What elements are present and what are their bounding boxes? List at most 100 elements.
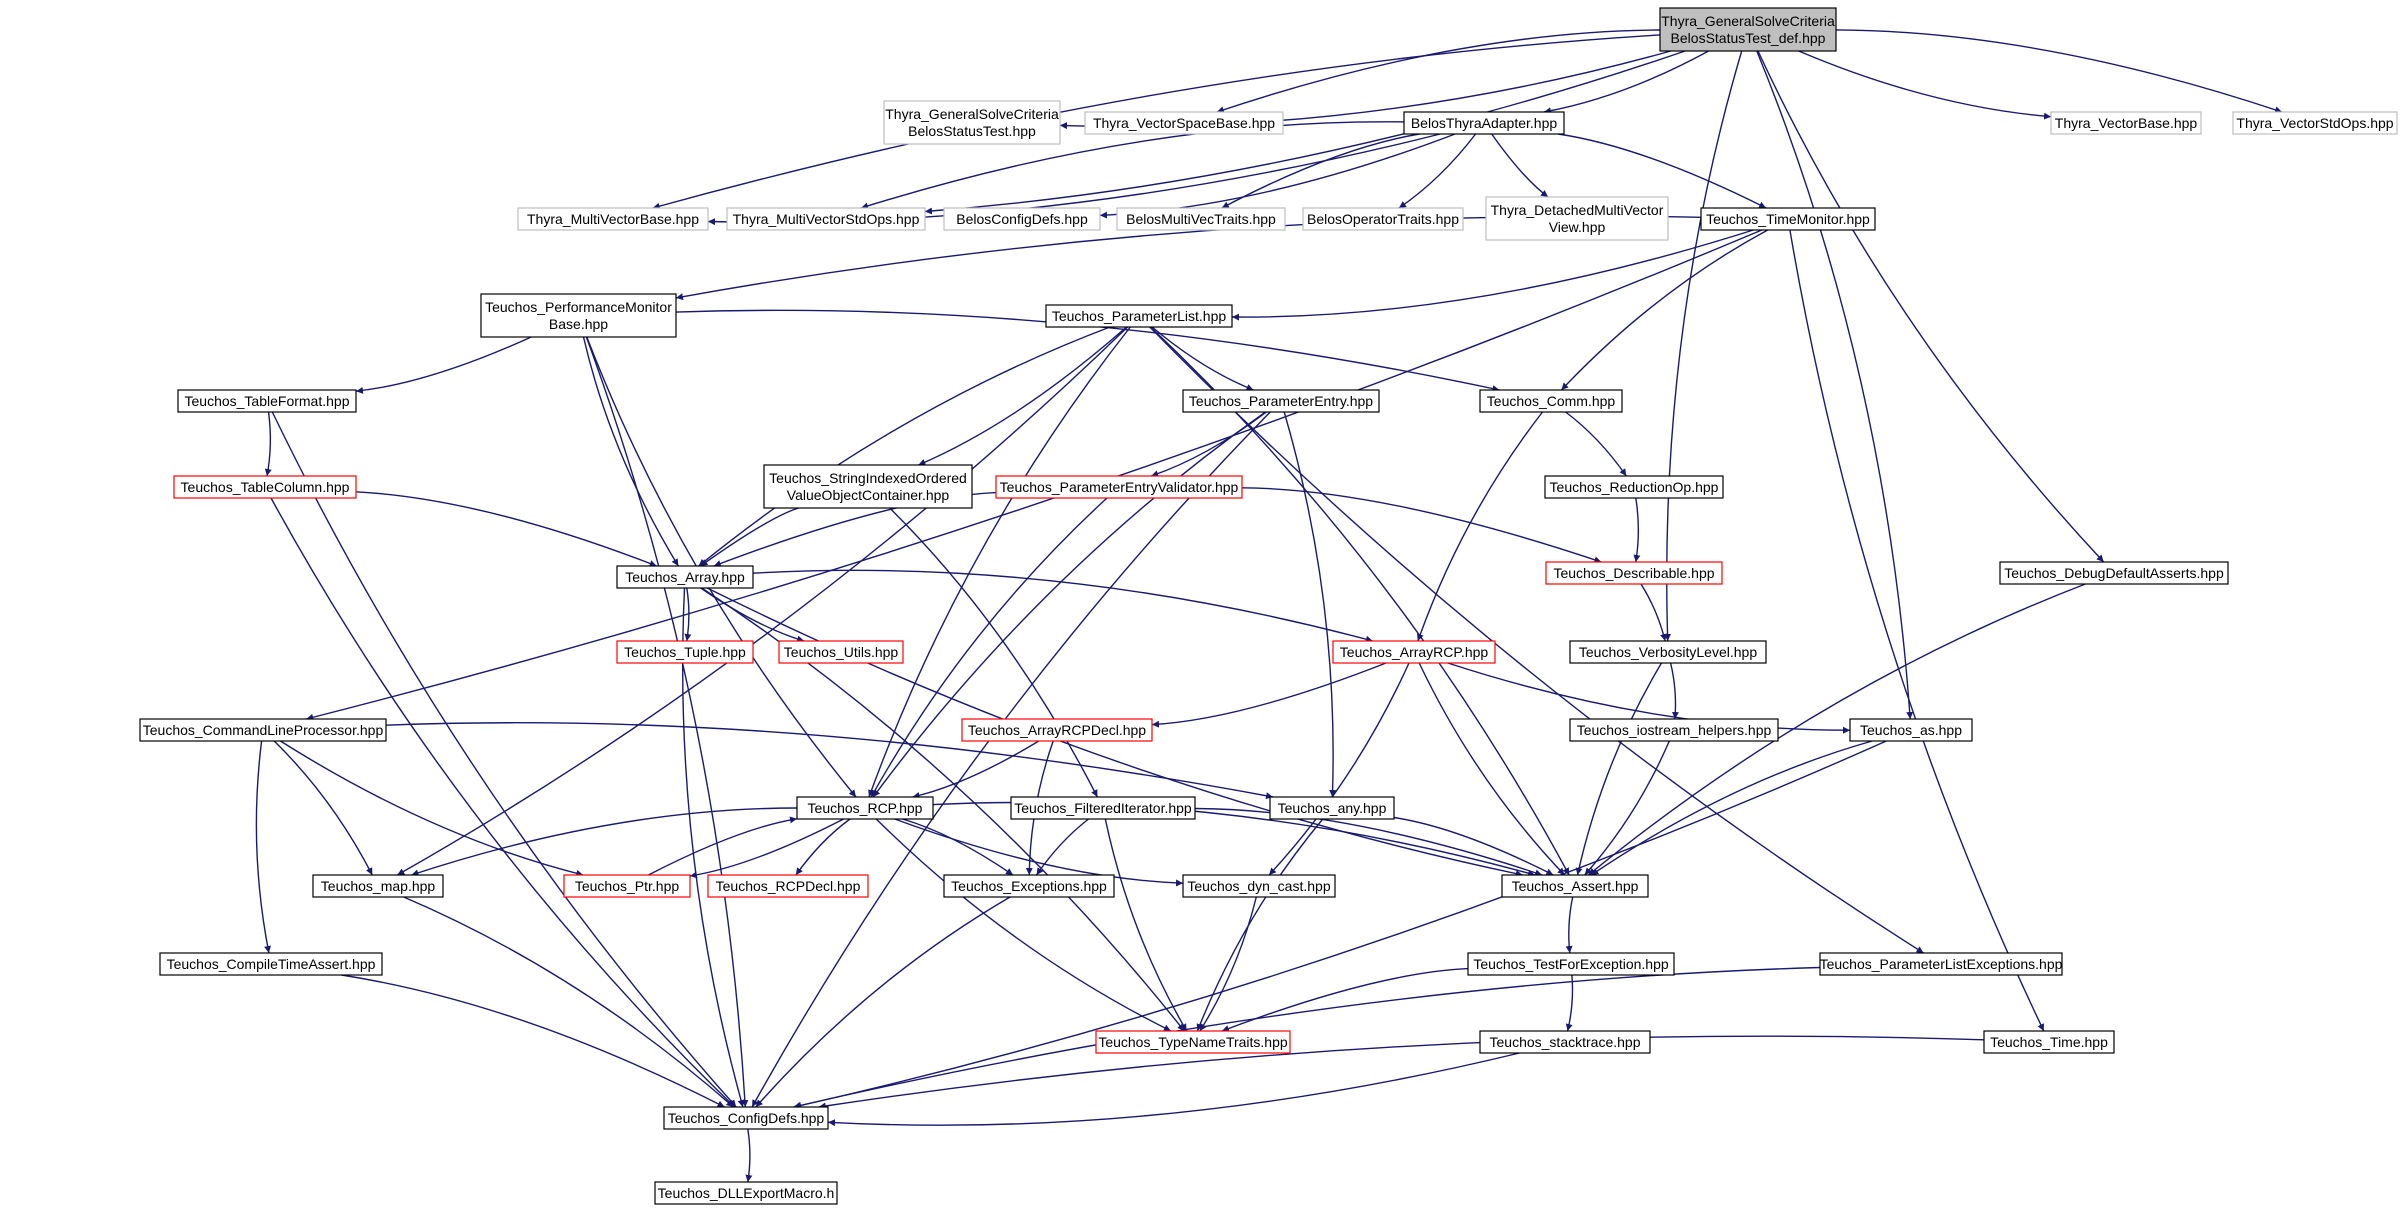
node-teuchos-siovoc[interactable]: Teuchos_StringIndexedOrderedValueObjectC… [763,464,973,509]
edge-teuchos_dyn_cast-to-teuchos_typenametraits [1199,896,1257,1032]
nodes-layer: Thyra_GeneralSolveCriteriaBelosStatusTes… [139,7,2398,1205]
node-thyra-mvb[interactable]: Thyra_MultiVectorBase.hpp [517,207,709,231]
node-teuchos-as[interactable]: Teuchos_as.hpp [1849,718,1973,742]
node-belos-ot[interactable]: BelosOperatorTraits.hpp [1302,207,1464,231]
node-box [1659,7,1837,52]
node-teuchos-describable[interactable]: Teuchos_Describable.hpp [1545,561,1723,585]
node-label: Teuchos_CompileTimeAssert.hpp [167,956,376,972]
edge-teuchos_parameterentry-to-teuchos_pev [1150,411,1267,478]
edge-teuchos_parameterlist-to-teuchos_siovoc [918,326,1127,466]
node-label: Teuchos_Comm.hpp [1487,393,1616,409]
edge-teuchos_parameterlist-to-teuchos_rcp [868,326,1131,798]
edge-teuchos_tableformat-to-teuchos_configdefs [271,411,737,1108]
node-teuchos-stacktrace[interactable]: Teuchos_stacktrace.hpp [1479,1030,1651,1054]
node-teuchos-rcpdecl[interactable]: Teuchos_RCPDecl.hpp [707,874,869,898]
node-thyra-vb[interactable]: Thyra_VectorBase.hpp [2050,111,2202,135]
node-teuchos-array[interactable]: Teuchos_Array.hpp [616,565,754,589]
node-belos-thyra-adapter[interactable]: BelosThyraAdapter.hpp [1403,111,1565,135]
node-teuchos-timemonitor[interactable]: Teuchos_TimeMonitor.hpp [1700,207,1876,231]
node-label: Teuchos_Utils.hpp [784,644,899,660]
node-box [1485,196,1669,241]
node-box [654,1181,838,1205]
edge-root-to-thyra_mvso [924,50,1686,215]
node-teuchos-assert[interactable]: Teuchos_Assert.hpp [1501,874,1649,898]
node-teuchos-rcp[interactable]: Teuchos_RCP.hpp [796,796,934,820]
node-thyra-vsb[interactable]: Thyra_VectorSpaceBase.hpp [1084,111,1284,135]
node-teuchos-ple[interactable]: Teuchos_ParameterListExceptions.hpp [1819,952,2063,976]
node-teuchos-utils[interactable]: Teuchos_Utils.hpp [778,640,904,664]
node-teuchos-map[interactable]: Teuchos_map.hpp [312,874,444,898]
edge-teuchos_stacktrace-to-teuchos_configdefs [827,1052,1520,1127]
node-teuchos-reductionop[interactable]: Teuchos_ReductionOp.hpp [1544,475,1724,499]
node-teuchos-tfe[interactable]: Teuchos_TestForException.hpp [1467,952,1675,976]
node-teuchos-ptr[interactable]: Teuchos_Ptr.hpp [563,874,691,898]
node-teuchos-tableformat[interactable]: Teuchos_TableFormat.hpp [177,389,357,413]
node-label: Teuchos_Array.hpp [625,569,745,585]
node-teuchos-dda[interactable]: Teuchos_DebugDefaultAsserts.hpp [1999,561,2229,585]
node-label: BelosOperatorTraits.hpp [1307,211,1459,227]
edge-teuchos_rcp-to-teuchos_map [411,807,798,877]
node-teuchos-clp[interactable]: Teuchos_CommandLineProcessor.hpp [139,718,387,742]
node-teuchos-arrayrcpdecl[interactable]: Teuchos_ArrayRCPDecl.hpp [961,718,1153,742]
edge-teuchos_rcp-to-teuchos_dyn_cast [894,818,1184,887]
node-teuchos-comm[interactable]: Teuchos_Comm.hpp [1479,389,1623,413]
node-label: Thyra_VectorStdOps.hpp [2236,115,2393,131]
edge-teuchos_parameterlist-to-teuchos_ple [1149,326,1924,954]
node-thyra-gscbst[interactable]: Thyra_GeneralSolveCriteriaBelosStatusTes… [883,100,1061,145]
edge-teuchos_any-to-teuchos_typenametraits [1196,818,1324,1032]
node-thyra-vso[interactable]: Thyra_VectorStdOps.hpp [2232,111,2398,135]
node-label: Teuchos_ConfigDefs.hpp [668,1110,825,1126]
node-teuchos-parameterentry[interactable]: Teuchos_ParameterEntry.hpp [1182,389,1380,413]
node-teuchos-dllexport[interactable]: Teuchos_DLLExportMacro.h [654,1181,838,1205]
node-label: Teuchos_VerbosityLevel.hpp [1579,644,1757,660]
node-teuchos-configdefs[interactable]: Teuchos_ConfigDefs.hpp [663,1106,829,1130]
node-thyra-mvso[interactable]: Thyra_MultiVectorStdOps.hpp [726,207,926,231]
node-box [1479,1030,1651,1054]
node-teuchos-exceptions[interactable]: Teuchos_Exceptions.hpp [943,874,1115,898]
node-teuchos-parameterlist[interactable]: Teuchos_ParameterList.hpp [1045,304,1233,328]
node-box [763,464,973,509]
edge-root-to-thyra_vb [1798,50,2052,120]
node-label: Thyra_GeneralSolveCriteria [1661,13,1835,29]
edge-belos_thyra_adapter-to-belos_ot [1398,133,1477,209]
node-belos-mvt[interactable]: BelosMultiVecTraits.hpp [1116,207,1286,231]
node-label: ValueObjectContainer.hpp [787,487,950,503]
node-box [517,207,709,231]
node-belos-configdefs[interactable]: BelosConfigDefs.hpp [943,207,1101,231]
edge-teuchos_assert-to-teuchos_tfe [1565,896,1574,954]
node-teuchos-pev[interactable]: Teuchos_ParameterEntryValidator.hpp [995,475,1243,499]
node-label: Teuchos_dyn_cast.hpp [1187,878,1330,894]
node-box [778,640,904,664]
node-label: Base.hpp [549,316,608,332]
node-box [616,565,754,589]
node-label: Teuchos_ParameterEntry.hpp [1189,393,1373,409]
node-label: View.hpp [1549,219,1606,235]
node-teuchos-dyn-cast[interactable]: Teuchos_dyn_cast.hpp [1182,874,1336,898]
node-teuchos-verbositylevel[interactable]: Teuchos_VerbosityLevel.hpp [1569,640,1767,664]
node-teuchos-typenametraits[interactable]: Teuchos_TypeNameTraits.hpp [1095,1030,1291,1054]
node-teuchos-tablecolumn[interactable]: Teuchos_TableColumn.hpp [173,475,357,499]
node-teuchos-cta[interactable]: Teuchos_CompileTimeAssert.hpp [159,952,383,976]
node-teuchos-iostream-helpers[interactable]: Teuchos_iostream_helpers.hpp [1569,718,1779,742]
node-box [1403,111,1565,135]
node-box [1084,111,1284,135]
node-teuchos-tuple[interactable]: Teuchos_Tuple.hpp [616,640,754,664]
edge-teuchos_comm-to-teuchos_reductionop [1565,411,1627,477]
node-teuchos-filterediterator[interactable]: Teuchos_FilteredIterator.hpp [1010,796,1196,820]
edge-teuchos_comm-to-teuchos_arrayrcp [1416,411,1544,642]
edge-teuchos_reductionop-to-teuchos_describable [1633,497,1641,563]
node-teuchos-time[interactable]: Teuchos_Time.hpp [1983,1030,2115,1054]
node-box [995,475,1243,499]
node-label: Thyra_DetachedMultiVector [1491,202,1664,218]
node-label: Thyra_GeneralSolveCriteria [885,106,1059,122]
node-label: Thyra_VectorSpaceBase.hpp [1093,115,1275,131]
edge-teuchos_parameterentry-to-teuchos_configdefs [751,411,1271,1108]
node-teuchos-any[interactable]: Teuchos_any.hpp [1269,796,1395,820]
node-teuchos-arrayrcp[interactable]: Teuchos_ArrayRCP.hpp [1332,640,1496,664]
edge-teuchos_as-to-teuchos_configdefs [794,740,1887,1109]
edge-teuchos_parameterentry-to-teuchos_any [1283,411,1337,798]
node-box [1045,304,1233,328]
node-root[interactable]: Thyra_GeneralSolveCriteriaBelosStatusTes… [1659,7,1837,52]
